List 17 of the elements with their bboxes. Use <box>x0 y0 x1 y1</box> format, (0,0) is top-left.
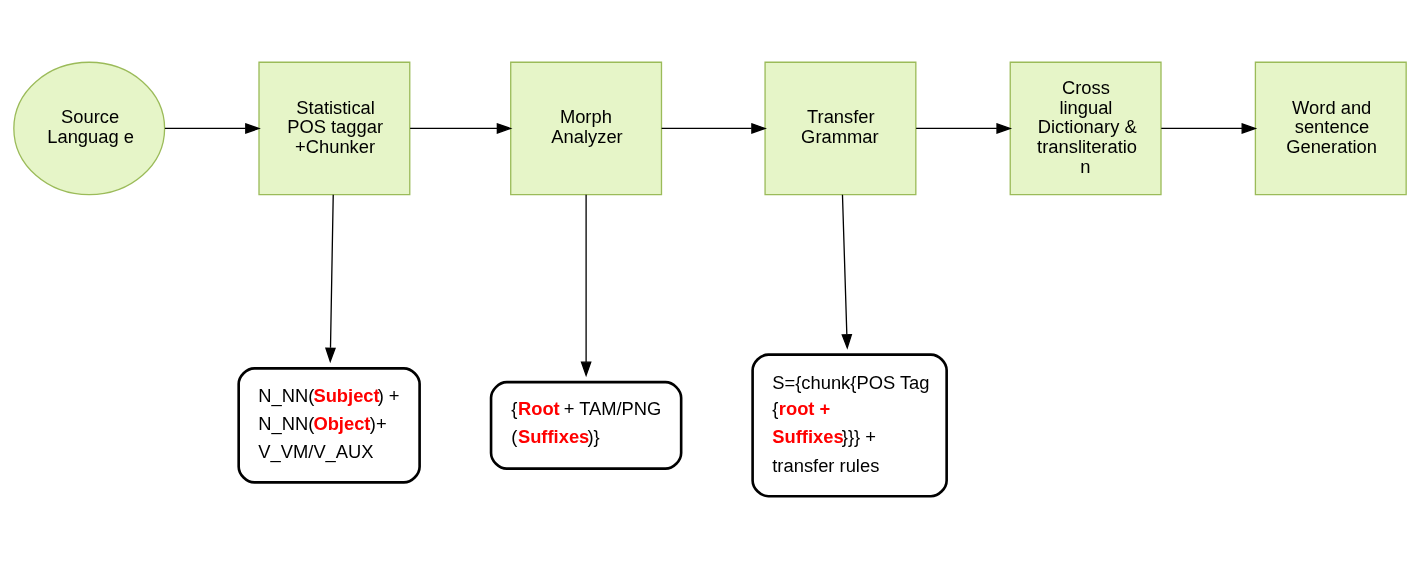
arrow <box>580 193 592 377</box>
node-box: Transfer Grammar <box>764 61 917 195</box>
arrow <box>915 122 1013 134</box>
arrow <box>325 193 336 363</box>
arrow <box>409 122 513 134</box>
node-box: {Root + TAM/PNG (Suffixes)} <box>489 380 683 470</box>
node-box: N_NN(Subject) + N_NN(Object)+ V_VM/V_AUX <box>237 366 421 484</box>
arrow <box>660 122 767 134</box>
arrow <box>1160 122 1258 134</box>
node-box: Statistical POS taggar +Chunker <box>258 61 411 195</box>
arrow <box>841 193 853 350</box>
arrow <box>164 122 261 134</box>
node-box: Word and sentence Generation <box>1254 61 1407 195</box>
node-box: Cross lingual Dictionary & transliteratio n <box>1009 61 1162 195</box>
node-box: S={chunk{POS Tag {root + Suffixes}}} + transfer rules <box>751 352 948 497</box>
node-box: Morph Analyzer <box>510 61 663 195</box>
node-ellipse: Source Languag e <box>13 61 166 195</box>
